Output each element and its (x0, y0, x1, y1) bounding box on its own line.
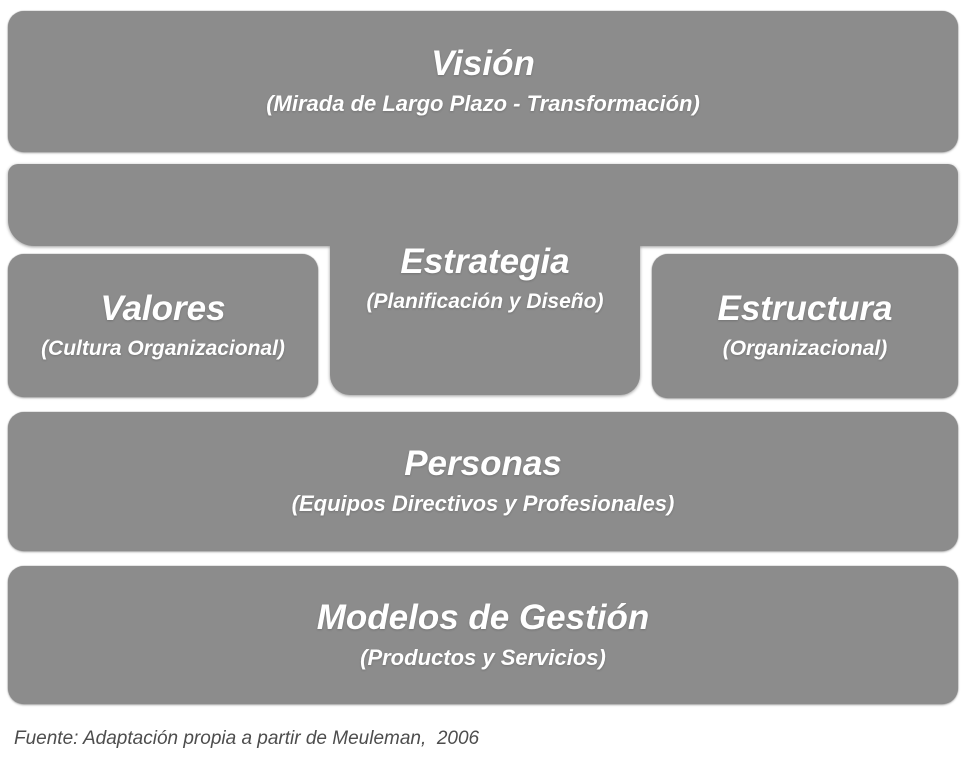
source-note: Fuente: Adaptación propia a partir de Me… (14, 728, 480, 749)
estrategia-box: Estrategia (Planificación y Diseño) (330, 180, 640, 395)
estructura-box: Estructura (Organizacional) (652, 254, 958, 398)
valores-title: Valores (100, 288, 226, 328)
estrategia-band (8, 164, 958, 246)
valores-subtitle: (Cultura Organizacional) (41, 336, 285, 360)
modelos-subtitle: (Productos y Servicios) (360, 644, 606, 670)
estrategia-subtitle: (Planificación y Diseño) (366, 290, 604, 314)
estructura-title: Estructura (717, 289, 893, 329)
personas-title: Personas (404, 444, 562, 484)
modelos-box: Modelos de Gestión (Productos y Servicio… (8, 566, 958, 704)
personas-box: Personas (Equipos Directivos y Profesion… (8, 412, 958, 551)
valores-box: Valores (Cultura Organizacional) (8, 254, 318, 397)
modelos-title: Modelos de Gestión (316, 597, 650, 637)
vision-title: Visión (431, 44, 535, 84)
estructura-subtitle: (Organizacional) (722, 337, 888, 361)
vision-box: Visión (Mirada de Largo Plazo - Transfor… (8, 11, 958, 152)
vision-subtitle: (Mirada de Largo Plazo - Transformación) (266, 91, 700, 117)
estrategia-title: Estrategia (400, 242, 570, 281)
personas-subtitle: (Equipos Directivos y Profesionales) (291, 491, 675, 517)
